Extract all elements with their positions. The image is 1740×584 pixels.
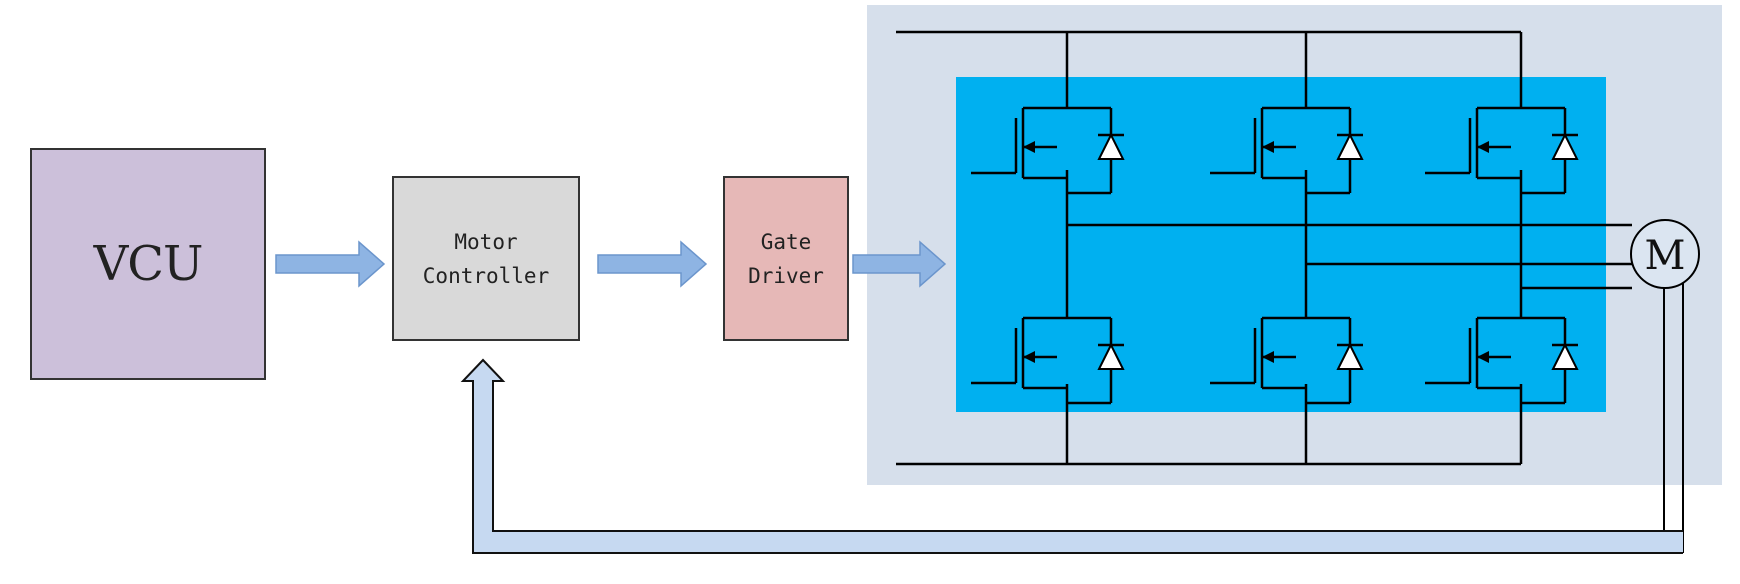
- leg-b-lower-mid-arrow: [1262, 351, 1274, 363]
- leg-c-upper-mid-arrow: [1477, 141, 1489, 153]
- motor-controller-label-line2: Controller: [422, 263, 550, 288]
- vcu-label: VCU: [93, 236, 204, 292]
- arrow-gate-driver-to-inverter: [852, 240, 947, 288]
- leg-c-lower-mid-arrow: [1477, 351, 1489, 363]
- gate-driver-block: Gate Driver: [723, 176, 849, 341]
- motor-symbol: [1630, 219, 1700, 289]
- gate-driver-label-line2: Driver: [748, 263, 824, 288]
- motor-controller-block: Motor Controller: [392, 176, 580, 341]
- motor-controller-label-line1: Motor: [454, 229, 518, 254]
- leg-b-upper-mid-arrow: [1262, 141, 1274, 153]
- inverter-inner-panel: [956, 77, 1606, 412]
- feedback-arrow: [460, 358, 1683, 554]
- motor-label: M: [1645, 233, 1686, 279]
- arrow-motor-controller-to-gate-driver: [597, 240, 708, 288]
- phase-legs: [971, 32, 1579, 464]
- vcu-block: VCU: [30, 148, 266, 380]
- gate-driver-label-line1: Gate: [760, 229, 812, 254]
- leg-a-upper-mid-arrow: [1023, 141, 1035, 153]
- leg-a-lower-mid-arrow: [1023, 351, 1035, 363]
- arrow-vcu-to-motor-controller: [275, 240, 386, 288]
